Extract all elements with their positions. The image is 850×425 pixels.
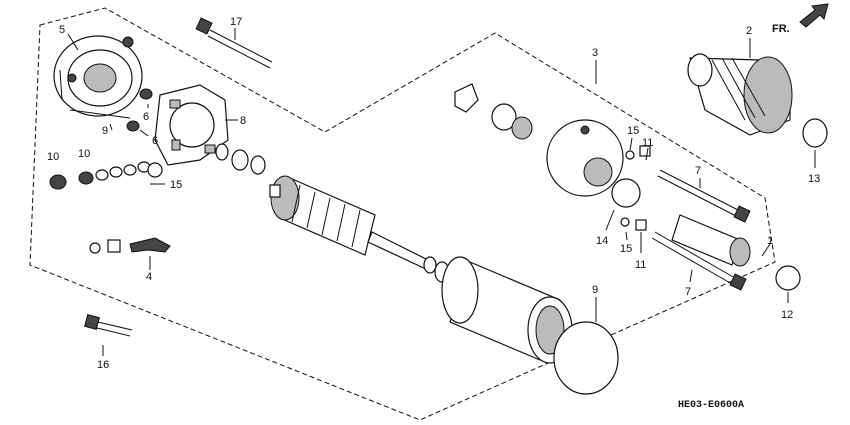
callout-5: 5 <box>59 24 65 36</box>
callout-14: 14 <box>596 235 608 247</box>
part-bolt-16 <box>84 314 133 337</box>
drawing-code: HE03-E0600A <box>678 400 744 411</box>
part-bolt-17 <box>195 17 273 69</box>
callout-7a: 7 <box>695 165 701 177</box>
callout-3: 3 <box>592 47 598 59</box>
front-direction-label: FR. <box>772 23 790 35</box>
leader-lines <box>67 28 816 356</box>
part-screws-6 <box>126 88 153 132</box>
part-washer-12 <box>775 265 801 291</box>
callout-6a: 6 <box>143 111 149 123</box>
callout-15a: 15 <box>627 125 639 137</box>
callout-15c: 15 <box>620 243 632 255</box>
part-washer-row <box>49 161 163 190</box>
part-through-bolts <box>651 169 751 291</box>
part-thrust-washers <box>215 143 266 175</box>
part-o-ring-small <box>611 178 641 208</box>
callout-12: 12 <box>781 309 793 321</box>
callout-9b: 9 <box>592 284 598 296</box>
assembly-boundary <box>29 7 776 421</box>
part-washer-13 <box>802 118 828 148</box>
callout-9a: 9 <box>102 125 108 137</box>
front-arrow-icon <box>799 3 829 28</box>
callout-6b: 6 <box>152 135 158 147</box>
callout-10a: 10 <box>47 151 59 163</box>
callout-1: 1 <box>767 235 773 247</box>
part-armature <box>269 175 433 271</box>
callout-13: 13 <box>808 173 820 185</box>
callout-4: 4 <box>146 271 152 283</box>
callout-2: 2 <box>746 25 752 37</box>
part-o-ring-large <box>553 321 619 395</box>
callout-16: 16 <box>97 359 109 371</box>
callout-7b: 7 <box>685 286 691 298</box>
part-starter-drive <box>687 53 793 136</box>
callout-11b: 11 <box>635 259 646 271</box>
front-direction-indicator: FR. <box>772 3 829 35</box>
callout-8: 8 <box>240 115 246 127</box>
part-front-bracket <box>454 83 624 197</box>
callout-labels: 17 5 3 2 6 8 9 6 15 11 10 10 7 13 15 14 … <box>47 16 820 371</box>
part-yoke <box>441 256 573 364</box>
callout-17: 17 <box>230 16 242 28</box>
part-pinion-shaft <box>671 214 751 267</box>
part-brush-holder <box>154 84 229 166</box>
callout-15b: 15 <box>170 179 182 191</box>
part-rear-cover <box>53 35 143 119</box>
callout-10b: 10 <box>78 148 90 160</box>
part-terminal <box>89 237 171 254</box>
part-nuts-washers-right <box>620 145 651 231</box>
callout-11a: 11 <box>642 137 653 149</box>
